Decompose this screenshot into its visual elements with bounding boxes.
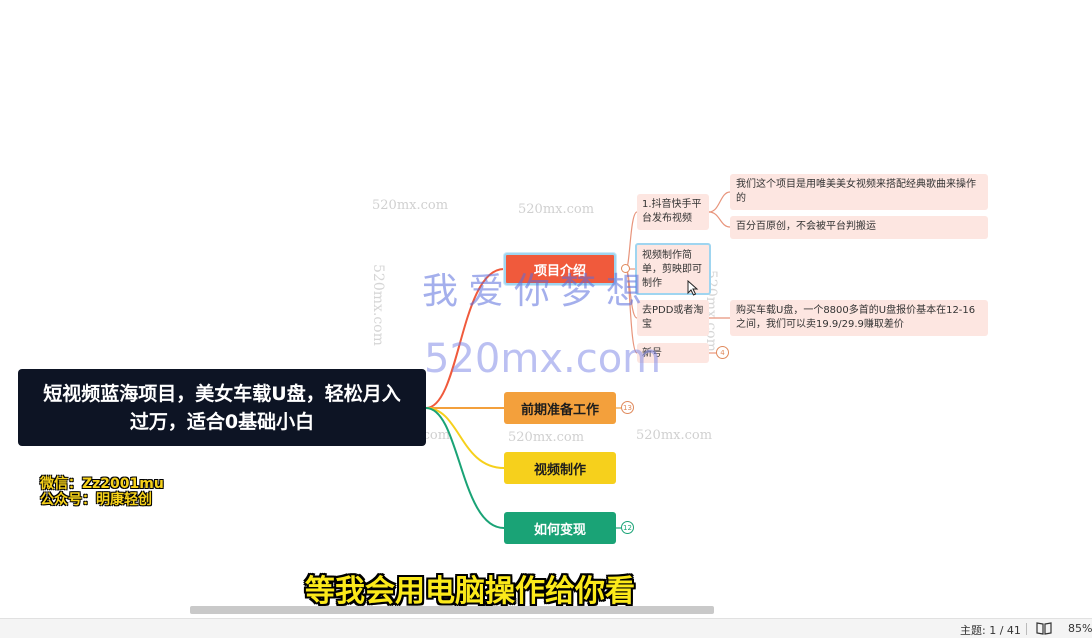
book-icon[interactable] xyxy=(1036,621,1052,638)
subtopic-platform[interactable]: 1.抖音快手平台发布视频 xyxy=(637,194,709,230)
watermark-small: 520mx.com xyxy=(636,428,713,443)
branch-preparation[interactable]: 前期准备工作 xyxy=(504,392,616,424)
subtopic-video-simple[interactable]: 视频制作简单，剪映即可制作 xyxy=(635,243,711,295)
branch-video-production[interactable]: 视频制作 xyxy=(504,452,616,484)
collapsed-count-badge[interactable]: 4 xyxy=(716,346,729,359)
collapsed-count-badge[interactable]: 12 xyxy=(621,521,634,534)
leaf-original[interactable]: 百分百原创，不会被平台判搬运 xyxy=(730,216,988,239)
watermark-big-chinese: 我爱你梦想 xyxy=(422,271,653,312)
collapsed-count-badge[interactable]: 13 xyxy=(621,401,634,414)
watermark-small: 520mx.com xyxy=(508,430,585,445)
contact-info: 微信：Zz2001mu 公众号：明康轻创 xyxy=(40,476,164,508)
topic-counter: 主题: 1 / 41 xyxy=(960,624,1021,637)
video-subtitle: 等我会用电脑操作给你看 xyxy=(305,574,635,609)
status-divider xyxy=(1026,623,1027,635)
subtopic-new-account[interactable]: 新号 xyxy=(637,343,709,363)
collapse-toggle[interactable] xyxy=(621,264,630,273)
wechat-id: 微信：Zz2001mu xyxy=(40,476,164,492)
branch-project-intro[interactable]: 项目介绍 xyxy=(504,253,616,285)
status-bar: 主题: 1 / 41 85% xyxy=(0,618,1092,638)
leaf-project-desc[interactable]: 我们这个项目是用唯美美女视频来搭配经典歌曲来操作的 xyxy=(730,174,988,210)
zoom-level[interactable]: 85% xyxy=(1068,622,1092,635)
horizontal-scrollbar[interactable] xyxy=(190,606,714,614)
cursor-icon xyxy=(687,280,699,296)
root-topic[interactable]: 短视频蓝海项目，美女车载U盘，轻松月入过万，适合0基础小白 xyxy=(18,369,426,446)
watermark-small: 520mx.com xyxy=(372,198,449,213)
watermark-vertical: 520mx.com xyxy=(370,264,386,346)
subtopic-pdd-taobao[interactable]: 去PDD或者淘宝 xyxy=(637,300,709,336)
watermark-big-url: 520mx.com xyxy=(424,336,662,382)
official-account: 公众号：明康轻创 xyxy=(40,492,152,508)
watermark-small: 520mx.com xyxy=(518,202,595,217)
branch-monetization[interactable]: 如何变现 xyxy=(504,512,616,544)
leaf-buy-usb[interactable]: 购买车载U盘，一个8800多首的U盘报价基本在12-16之间，我们可以卖19.9… xyxy=(730,300,988,336)
